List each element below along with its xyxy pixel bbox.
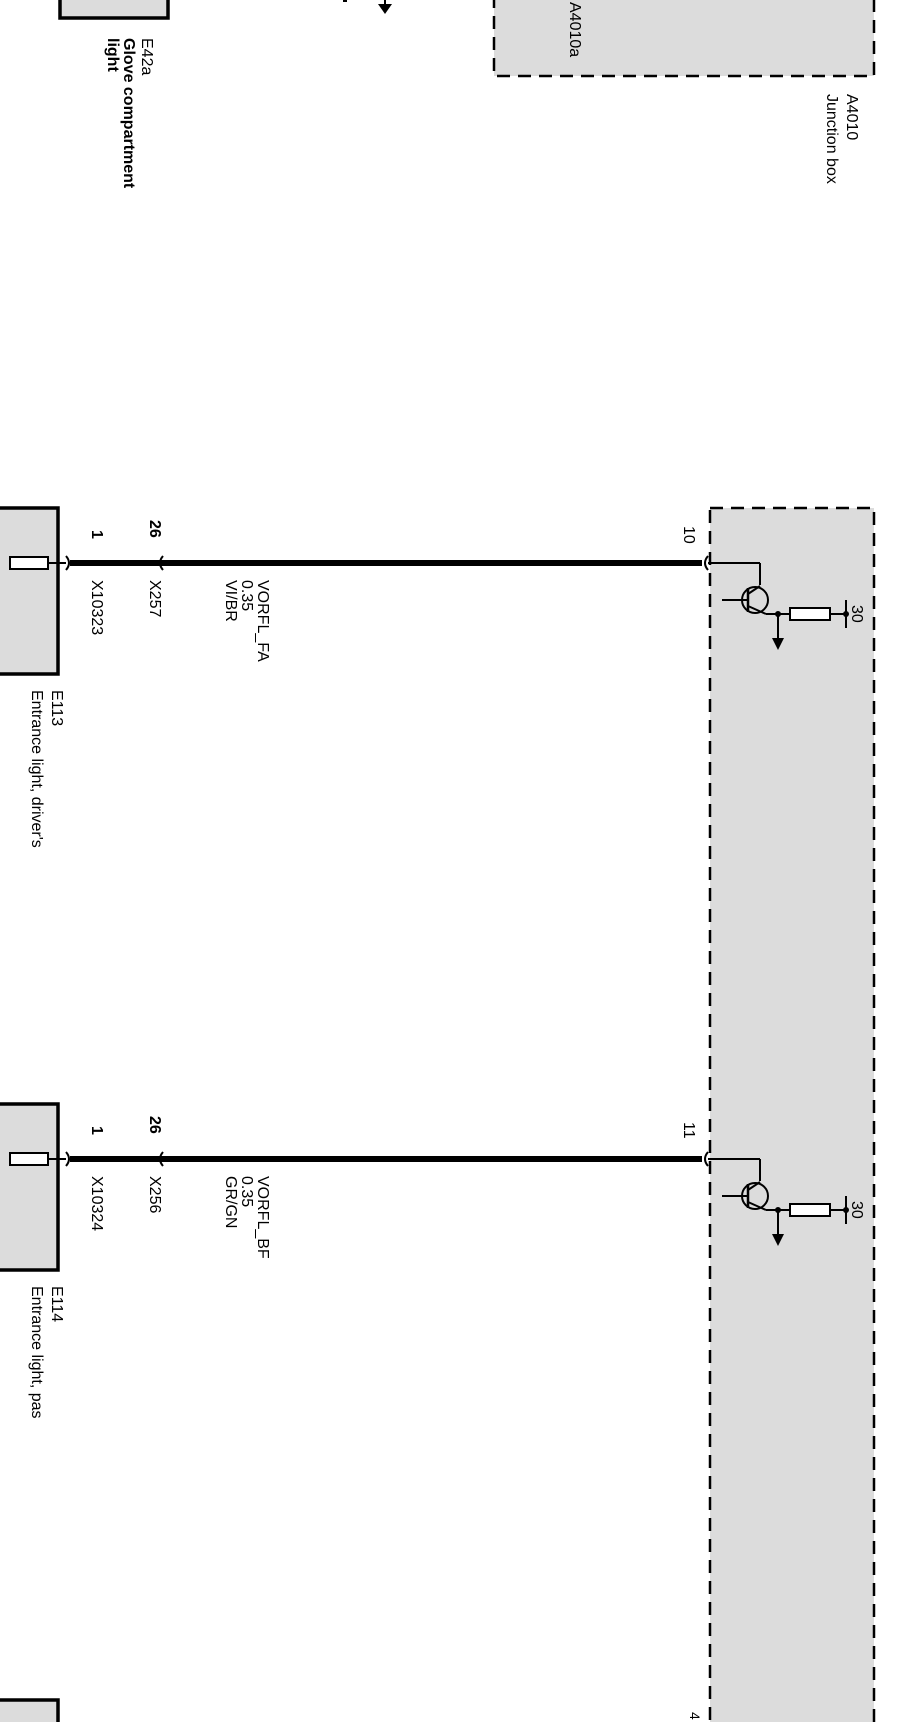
plug-x10324 <box>65 1151 70 1167</box>
top-ground-arrow <box>343 0 392 14</box>
glove-light-component <box>58 0 170 20</box>
component-name-driver: Entrance light, driver's <box>28 690 45 848</box>
junction-box-main <box>708 506 876 1722</box>
component-partial-bottom <box>0 1698 60 1722</box>
junction-box-id: A4010 <box>843 94 860 140</box>
box-pin-10-connector <box>704 555 709 571</box>
wire-signal-driver: VORFL_FA <box>254 580 271 662</box>
glove-light-id: E42a <box>138 38 155 75</box>
circuit-driver: 30 10 VORFL_FA 0.35 VI/BR 26 X257 1 X103… <box>0 506 865 848</box>
component-e113 <box>0 506 60 676</box>
connector-id-passenger: X256 <box>146 1176 163 1213</box>
transistor-driver-icon <box>722 585 849 650</box>
supply-30-passenger: 30 <box>848 1201 865 1219</box>
lamp-e114-icon <box>9 1152 49 1166</box>
circuit-passenger: 30 11 VORFL_BF 0.35 GR/GN 26 X256 1 X103… <box>0 1102 865 1419</box>
wire-gauge-passenger: 0.35 <box>238 1176 255 1207</box>
component-name-passenger: Entrance light, pas <box>28 1286 45 1419</box>
component-id-passenger: E114 <box>48 1286 65 1322</box>
plug-pin-driver: 1 <box>88 530 105 539</box>
junction-box-name: Junction box <box>823 94 840 184</box>
glove-light-name-line1: Glove compartment <box>120 38 137 189</box>
wire-color-passenger: GR/GN <box>222 1176 239 1228</box>
plug-pin-passenger: 1 <box>88 1126 105 1135</box>
transistor-passenger-icon <box>722 1181 849 1246</box>
connector-x257 <box>159 555 164 571</box>
junction-box-top: A4010a <box>492 0 876 78</box>
box-pin-10: 10 <box>680 526 697 544</box>
component-id-driver: E113 <box>48 690 65 726</box>
lamp-e113-icon <box>9 556 49 570</box>
plug-id-driver: X10323 <box>88 580 105 635</box>
partial-pin: 4 <box>687 1712 703 1720</box>
box-pin-11-connector <box>704 1151 709 1167</box>
connector-pin-passenger: 26 <box>146 1116 163 1134</box>
supply-30-driver: 30 <box>848 605 865 623</box>
junction-box-top-outline <box>492 0 876 78</box>
connector-pin-driver: 26 <box>146 520 163 538</box>
glove-light-name-line2: light <box>104 38 121 72</box>
junction-box-sub-id: A4010a <box>566 2 583 57</box>
wire-signal-passenger: VORFL_BF <box>254 1176 271 1259</box>
wire-gauge-driver: 0.35 <box>238 580 255 611</box>
plug-x10323 <box>65 555 70 571</box>
connector-id-driver: X257 <box>146 580 163 617</box>
glove-light-body <box>58 0 170 20</box>
wire-color-driver: VI/BR <box>222 580 239 622</box>
component-e114 <box>0 1102 60 1272</box>
plug-id-passenger: X10324 <box>88 1176 105 1231</box>
connector-x256 <box>159 1151 164 1167</box>
box-pin-11: 11 <box>680 1122 697 1139</box>
